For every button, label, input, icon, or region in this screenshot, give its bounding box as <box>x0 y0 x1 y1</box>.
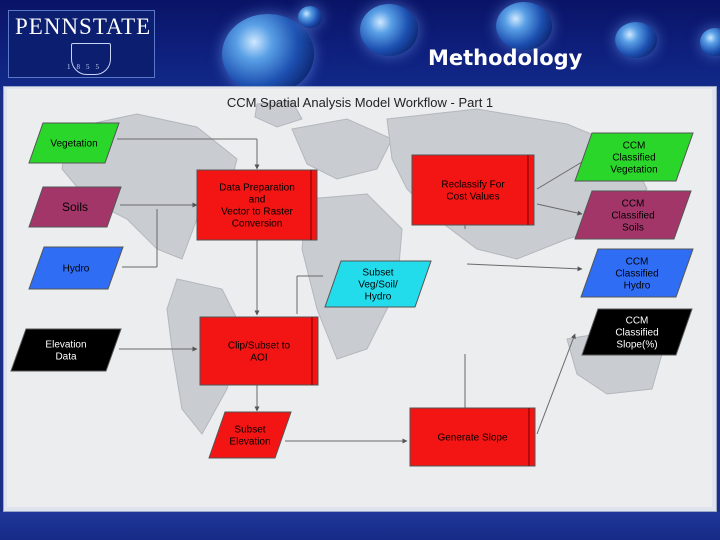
node-label: Data <box>55 352 77 363</box>
globe-decoration <box>298 6 322 28</box>
node-label: Subset <box>234 425 265 436</box>
node-label: Clip/Subset to <box>228 341 291 352</box>
node-label: Soils <box>62 200 88 214</box>
node-label: Classified <box>612 153 655 164</box>
node-label: Classified <box>615 328 658 339</box>
node-label: Reclassify For <box>441 180 505 191</box>
globe-decoration <box>700 28 720 56</box>
data-parallelogram <box>324 260 432 308</box>
node-slope: Generate Slope <box>409 407 536 467</box>
pennstate-logo: PENNSTATE 1855 <box>8 10 155 78</box>
data-parallelogram <box>580 248 694 298</box>
globe-decoration <box>222 14 314 90</box>
globe-decoration <box>615 22 657 58</box>
page-title: Methodology <box>428 46 583 70</box>
node-label: AOI <box>250 353 267 364</box>
connector-arrow <box>536 203 583 216</box>
logo-year: 1855 <box>67 63 105 71</box>
node-label: Conversion <box>232 219 283 230</box>
connector-arrow <box>536 158 588 190</box>
connector-arrow <box>466 263 583 272</box>
node-label: Vegetation <box>50 139 97 150</box>
node-label: CCM <box>626 316 649 327</box>
node-label: CCM <box>626 257 649 268</box>
node-vegetation: Vegetation <box>28 122 120 164</box>
node-label: Generate Slope <box>437 433 507 444</box>
diagram-title: CCM Spatial Analysis Model Workflow - Pa… <box>227 95 493 110</box>
process-box <box>196 169 318 241</box>
process-box <box>409 407 536 467</box>
process-box <box>411 154 535 226</box>
node-label: and <box>249 195 266 206</box>
node-label: Elevation <box>45 340 86 351</box>
node-label: CCM <box>622 199 645 210</box>
node-label: Elevation <box>229 437 270 448</box>
data-parallelogram <box>574 190 692 240</box>
data-parallelogram <box>28 246 124 290</box>
shield-icon <box>71 43 111 75</box>
node-label: Subset <box>362 268 393 279</box>
data-parallelogram <box>28 186 122 228</box>
connector-arrow <box>536 333 576 435</box>
connector-lines <box>117 138 588 444</box>
workflow-diagram: CCM Spatial Analysis Model Workflow - Pa… <box>7 89 712 507</box>
header-banner: PENNSTATE 1855 Methodology <box>0 0 720 90</box>
node-label: Hydro <box>63 264 90 275</box>
node-label: Hydro <box>624 281 651 292</box>
node-soils: Soils <box>28 186 122 228</box>
node-label: Classified <box>615 269 658 280</box>
node-label: Classified <box>611 211 654 222</box>
node-label: CCM <box>623 141 646 152</box>
data-parallelogram <box>208 411 292 459</box>
node-label: Slope(%) <box>616 340 657 351</box>
node-label: Data Preparation <box>219 183 295 194</box>
data-parallelogram <box>10 328 122 372</box>
globe-decoration <box>496 2 552 50</box>
footer-band <box>0 512 720 540</box>
node-label: Vector to Raster <box>221 207 293 218</box>
process-box <box>199 316 319 386</box>
data-parallelogram <box>581 308 693 356</box>
data-parallelogram <box>28 122 120 164</box>
globe-decoration <box>360 4 418 56</box>
node-label: Veg/Soil/ <box>358 280 398 291</box>
logo-wordmark: PENNSTATE <box>15 14 152 39</box>
node-label: Cost Values <box>446 192 499 203</box>
node-label: Hydro <box>365 292 392 303</box>
node-label: Vegetation <box>610 165 657 176</box>
node-label: Soils <box>622 223 644 234</box>
data-parallelogram <box>574 132 694 182</box>
node-hydro: Hydro <box>28 246 124 290</box>
